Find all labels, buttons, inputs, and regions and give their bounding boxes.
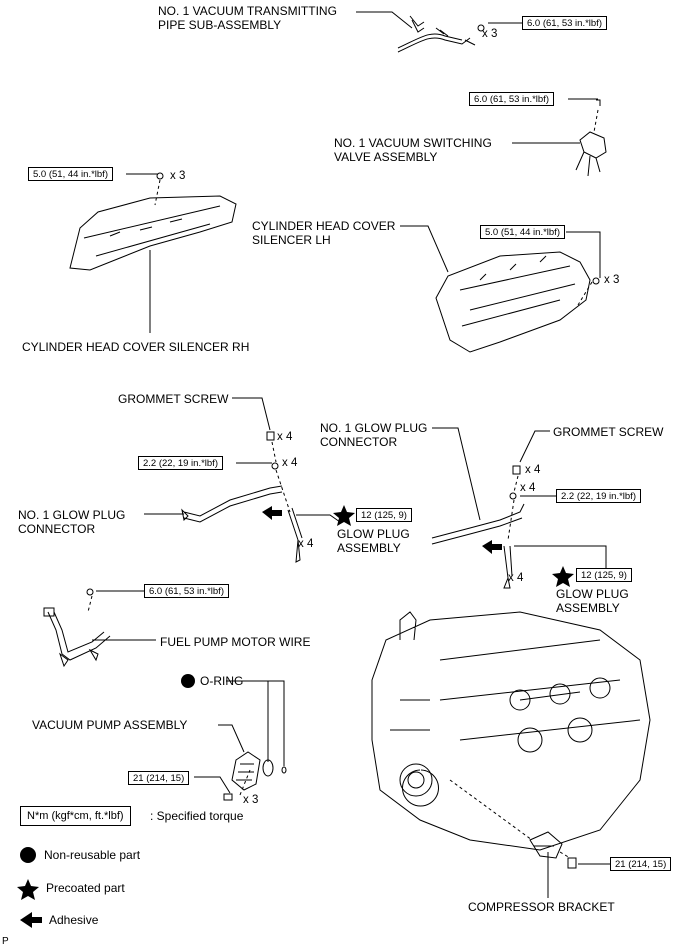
leader-glow-plug-left	[296, 514, 341, 523]
leader-grommet-left	[232, 397, 271, 431]
glow-plug-right-part	[503, 545, 513, 589]
label-o-ring: O-RING	[200, 674, 244, 688]
silencer-lh-part	[435, 251, 591, 353]
legend-adhesive-label: Adhesive	[49, 913, 99, 927]
qty-glow-plug-right: x 4	[508, 572, 524, 584]
vacuum-valve-part	[575, 99, 607, 177]
leader-vacuum-pump	[218, 724, 245, 753]
page-code: P	[2, 936, 9, 947]
leader-vacuum-pump-torque	[194, 776, 231, 794]
torque-box-vacuum-pump: 21 (214, 15)	[128, 771, 190, 785]
torque-box-glow-plug-right: 12 (125, 9)	[576, 568, 632, 582]
star-icon-right	[552, 566, 574, 587]
o-ring-dot-icon	[181, 674, 195, 688]
torque-box-fuel-wire: 6.0 (61, 53 in.*lbf)	[144, 584, 229, 598]
qty-glow-conn-left: x 4	[282, 457, 298, 469]
leader-silencer-lh-torque	[566, 231, 601, 278]
glow-plug-left-part	[287, 507, 303, 563]
torque-box-glow-conn-left: 2.2 (22, 19 in.*lbf)	[138, 456, 223, 470]
label-silencer-rh: CYLINDER HEAD COVER SILENCER RH	[22, 340, 250, 354]
legend-precoated-label: Precoated part	[46, 881, 125, 895]
torque-box-bracket: 21 (214, 15)	[610, 857, 672, 871]
qty-pipe: x 3	[482, 28, 498, 40]
label-grommet-screw-left: GROMMET SCREW	[118, 392, 229, 406]
label-vacuum-pump: VACUUM PUMP ASSEMBLY	[32, 718, 188, 732]
legend-non-reusable-icon	[20, 847, 36, 863]
fuel-wire-part	[43, 607, 111, 668]
silencer-rh-part	[69, 195, 237, 271]
legend-torque-desc: : Specified torque	[150, 809, 244, 823]
label-compressor-bracket: COMPRESSOR BRACKET	[468, 900, 615, 914]
leader-grommet-right	[519, 430, 550, 463]
legend-non-reusable-label: Non-reusable part	[44, 848, 141, 862]
qty-silencer-lh: x 3	[604, 274, 620, 286]
label-grommet-screw-right: GROMMET SCREW	[553, 425, 664, 439]
torque-box-glow-conn-right: 2.2 (22, 19 in.*lbf)	[556, 489, 641, 503]
qty-vacuum-pump: x 3	[243, 794, 259, 806]
glow-connector-right-part	[431, 503, 525, 545]
torque-box-valve: 6.0 (61, 53 in.*lbf)	[469, 92, 554, 106]
vacuum-pipe-part	[397, 19, 476, 53]
qty-grommet-left: x 4	[277, 431, 293, 443]
leader-vacuum-pipe	[356, 11, 413, 29]
torque-box-pipe: 6.0 (61, 53 in.*lbf)	[522, 16, 607, 30]
label-fuel-pump-wire: FUEL PUMP MOTOR WIRE	[160, 635, 311, 649]
star-icon-left	[333, 505, 355, 526]
leader-glow-plug-right	[514, 545, 607, 568]
legend-precoated-icon	[17, 879, 39, 900]
engine-block	[371, 611, 651, 851]
qty-glow-plug-left: x 4	[298, 538, 314, 550]
qty-grommet-right: x 4	[525, 464, 541, 476]
torque-box-glow-plug-left: 12 (125, 9)	[356, 508, 412, 522]
legend-torque-box: N*m (kgf*cm, ft.*lbf)	[20, 806, 131, 826]
qty-silencer-rh: x 3	[170, 170, 186, 182]
leader-glow-conn-top	[432, 427, 481, 521]
legend-adhesive-icon	[20, 912, 42, 928]
compressor-bracket-part	[529, 831, 563, 859]
torque-box-silencer-lh: 5.0 (51, 44 in.*lbf)	[480, 225, 565, 239]
vacuum-pump-part	[231, 751, 261, 791]
torque-box-silencer-rh: 5.0 (51, 44 in.*lbf)	[28, 167, 113, 181]
glow-connector-left-part	[181, 485, 283, 523]
leader-silencer-lh	[400, 225, 449, 273]
qty-glow-conn-right: x 4	[520, 482, 536, 494]
leader-o-ring	[226, 680, 285, 766]
